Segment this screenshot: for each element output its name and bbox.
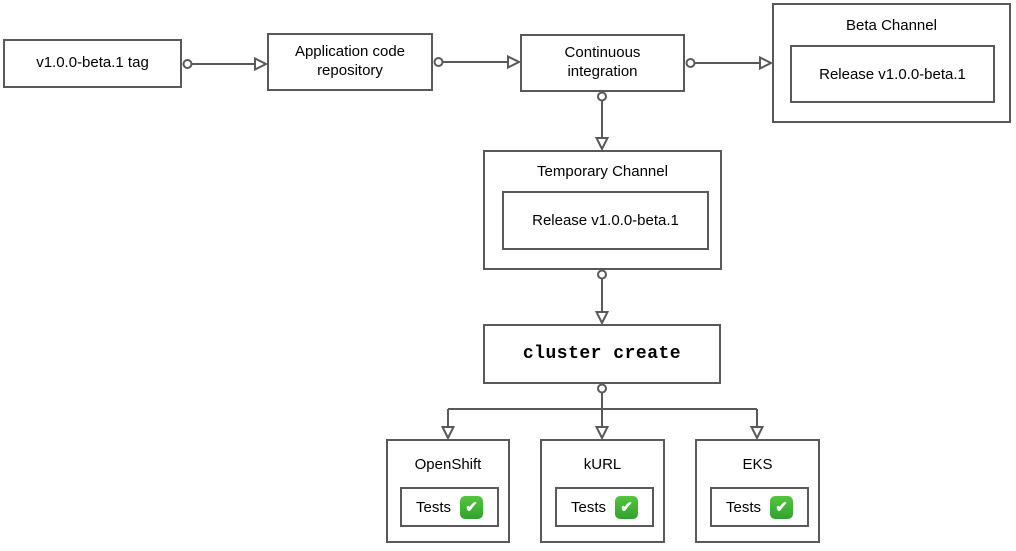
platform-eks-title: EKS — [742, 455, 773, 473]
node-application-code-repository: Application code repository — [267, 33, 433, 91]
platform-eks-tests-box: Tests ✔ — [710, 487, 809, 527]
version-tag-label: v1.0.0-beta.1 tag — [36, 54, 149, 72]
node-platform-eks: EKS Tests ✔ — [695, 439, 820, 543]
beta-channel-release-box: Release v1.0.0-beta.1 — [790, 45, 995, 103]
node-platform-openshift: OpenShift Tests ✔ — [386, 439, 510, 543]
node-beta-channel: Beta Channel Release v1.0.0-beta.1 — [772, 3, 1011, 123]
edge-ci-to-temporary-channel — [594, 91, 610, 152]
check-mark-icon: ✔ — [460, 495, 483, 519]
platform-kurl-tests-box: Tests ✔ — [555, 487, 654, 527]
node-platform-kurl: kURL Tests ✔ — [540, 439, 665, 543]
node-continuous-integration: Continuous integration — [520, 34, 685, 92]
temporary-channel-release-label: Release v1.0.0-beta.1 — [532, 212, 679, 229]
tests-label: Tests — [415, 498, 451, 516]
tests-label: Tests — [570, 498, 606, 516]
edge-repository-to-ci — [433, 54, 522, 70]
tests-row: Tests ✔ — [725, 495, 793, 519]
check-mark-icon: ✔ — [770, 495, 793, 519]
platform-kurl-title: kURL — [583, 455, 622, 473]
beta-channel-title: Beta Channel — [846, 16, 937, 34]
node-temporary-channel: Temporary Channel Release v1.0.0-beta.1 — [483, 150, 722, 270]
tests-row: Tests ✔ — [570, 495, 638, 519]
repository-label: Application code repository — [294, 43, 406, 79]
node-cluster-create: cluster create — [483, 324, 721, 384]
tests-label: Tests — [725, 498, 761, 516]
check-mark-icon: ✔ — [615, 495, 638, 519]
platform-openshift-tests-box: Tests ✔ — [400, 487, 499, 527]
edge-cluster-create-to-platforms — [440, 383, 765, 441]
edge-tag-to-repository — [182, 56, 269, 72]
edge-temporary-channel-to-cluster-create — [594, 269, 610, 326]
beta-channel-release-label: Release v1.0.0-beta.1 — [819, 65, 966, 83]
temporary-channel-release-box: Release v1.0.0-beta.1 — [502, 191, 709, 250]
edge-ci-to-beta-channel — [685, 55, 774, 71]
continuous-integration-label: Continuous integration — [564, 44, 641, 80]
platform-openshift-title: OpenShift — [414, 455, 482, 473]
cluster-create-label: cluster create — [522, 343, 682, 364]
temporary-channel-title: Temporary Channel — [537, 163, 668, 180]
tests-row: Tests ✔ — [415, 495, 483, 519]
node-version-tag: v1.0.0-beta.1 tag — [3, 39, 182, 88]
